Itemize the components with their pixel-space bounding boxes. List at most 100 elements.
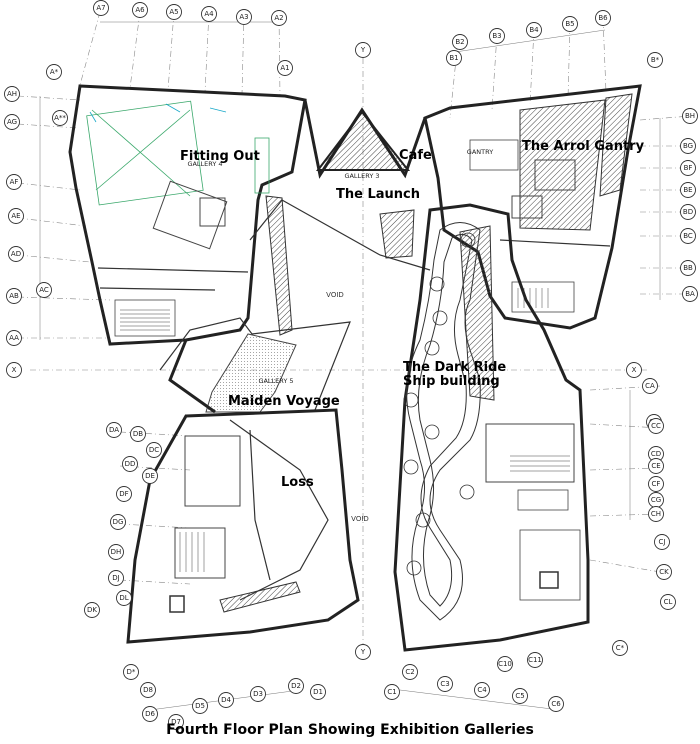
grid-bubble-af: AF <box>6 174 22 190</box>
svg-text:B2: B2 <box>455 38 464 46</box>
void-label-lower: VOID <box>351 515 369 523</box>
svg-text:B*: B* <box>651 56 660 64</box>
svg-text:C*: C* <box>616 644 625 652</box>
svg-text:CE: CE <box>651 462 660 470</box>
svg-text:BE: BE <box>683 186 692 194</box>
svg-text:BF: BF <box>684 164 693 172</box>
svg-text:A7: A7 <box>96 4 105 12</box>
svg-text:CD: CD <box>651 450 661 458</box>
grid-bubble-astarstar: A** <box>52 110 68 126</box>
central-void <box>159 199 431 414</box>
svg-text:C6: C6 <box>551 700 561 708</box>
svg-text:BH: BH <box>685 112 695 120</box>
grid-bubble-d3: D3 <box>250 686 266 702</box>
grid-bubble-ag: AG <box>4 114 20 130</box>
grid-bubble-a4: A4 <box>201 6 217 22</box>
grid-bubble-c2: C2 <box>402 664 418 680</box>
svg-text:D2: D2 <box>291 682 301 690</box>
svg-text:X: X <box>632 366 637 374</box>
svg-text:C2: C2 <box>405 668 414 676</box>
grid-bubble-dk: DK <box>84 602 100 618</box>
grid-bubble-c5: C5 <box>512 688 528 704</box>
svg-text:AA: AA <box>9 334 19 342</box>
wing-the-launch <box>303 99 427 179</box>
grid-bubble-y-bottom: Y <box>355 644 371 660</box>
svg-text:A*: A* <box>50 68 59 76</box>
svg-text:C3: C3 <box>440 680 449 688</box>
grid-bubble-ah: AH <box>4 86 20 102</box>
grid-bubble-dl: DL <box>116 590 132 606</box>
grid-bubble-aa: AA <box>6 330 22 346</box>
gallery-loss: Loss <box>281 475 314 490</box>
svg-text:DG: DG <box>113 518 124 526</box>
svg-text:Y: Y <box>360 648 366 656</box>
gallery-5-label: GALLERY 5 <box>258 377 293 385</box>
grid-bubble-d7: D7 <box>168 714 184 730</box>
svg-text:AH: AH <box>7 90 17 98</box>
svg-text:CG: CG <box>651 496 661 504</box>
svg-text:CA: CA <box>645 382 655 390</box>
grid-bubble-dh: DH <box>108 544 124 560</box>
svg-text:AB: AB <box>9 292 19 300</box>
svg-text:D1: D1 <box>313 688 323 696</box>
grid-bubble-bg: BG <box>680 138 696 154</box>
grid-bubble-ce: CE <box>648 458 664 474</box>
plan-caption: Fourth Floor Plan Showing Exhibition Gal… <box>166 722 534 738</box>
grid-bubble-c6: C6 <box>548 696 564 712</box>
grid-bubble-c11: C11 <box>527 652 543 668</box>
grid-bubble-d2: D2 <box>288 678 304 694</box>
gallery-4-label: GALLERY 4 <box>187 160 222 168</box>
grid-bubble-ab: AB <box>6 288 22 304</box>
wing-loss <box>126 408 360 644</box>
svg-text:BA: BA <box>685 290 695 298</box>
svg-text:DH: DH <box>111 548 122 556</box>
grid-bubble-dc: DC <box>146 442 162 458</box>
svg-text:BG: BG <box>683 142 693 150</box>
svg-text:BB: BB <box>683 264 693 272</box>
svg-text:DB: DB <box>133 430 143 438</box>
grid-bubble-a2: A2 <box>271 10 287 26</box>
svg-text:D7: D7 <box>171 718 181 726</box>
svg-text:A5: A5 <box>169 8 178 16</box>
svg-text:D3: D3 <box>253 690 263 698</box>
grid-bubble-cf: CF <box>648 476 664 492</box>
gallery-3-label: GALLERY 3 <box>344 172 379 180</box>
svg-text:A4: A4 <box>204 10 214 18</box>
svg-text:CL: CL <box>664 598 673 606</box>
grid-bubble-cc: CC <box>648 418 664 434</box>
svg-text:C10: C10 <box>498 660 512 668</box>
svg-text:AD: AD <box>11 250 21 258</box>
grid-bubble-x: X <box>626 362 642 378</box>
svg-text:C5: C5 <box>515 692 524 700</box>
gallery-maiden-voyage: Maiden Voyage <box>228 394 340 409</box>
grid-bubble-d5: D5 <box>192 698 208 714</box>
grid-bubble-cj: CJ <box>654 534 670 550</box>
svg-text:B4: B4 <box>529 26 539 34</box>
grid-bubble-bd: BD <box>680 204 696 220</box>
grid-bubble-b5: B5 <box>562 16 578 32</box>
svg-text:A3: A3 <box>239 13 248 21</box>
svg-text:DJ: DJ <box>112 574 119 582</box>
grid-bubble-bstar: B* <box>647 52 663 68</box>
svg-text:DL: DL <box>119 594 128 602</box>
gallery-fitting-out: Fitting Out <box>180 149 260 164</box>
svg-text:A1: A1 <box>280 64 289 72</box>
grid-bubble-dd: DD <box>122 456 138 472</box>
grid-bubble-df: DF <box>116 486 132 502</box>
svg-text:BC: BC <box>683 232 693 240</box>
grid-bubble-ca: CA <box>642 378 658 394</box>
wing-dark-ride <box>379 203 590 652</box>
svg-text:AC: AC <box>39 286 49 294</box>
svg-text:B3: B3 <box>492 32 501 40</box>
grid-bubble-bf: BF <box>680 160 696 176</box>
grid-bubble-c4: C4 <box>474 682 490 698</box>
grid-bubble-da: DA <box>106 422 122 438</box>
svg-text:D5: D5 <box>195 702 205 710</box>
grid-bubble-c1: C1 <box>384 684 400 700</box>
svg-text:B5: B5 <box>565 20 574 28</box>
svg-text:AG: AG <box>7 118 17 126</box>
grid-bubble-ch: CH <box>648 506 664 522</box>
gallery-the-launch: The Launch <box>336 187 420 202</box>
grid-bubble-db: DB <box>130 426 146 442</box>
grid-bubble-cstar: C* <box>612 640 628 656</box>
